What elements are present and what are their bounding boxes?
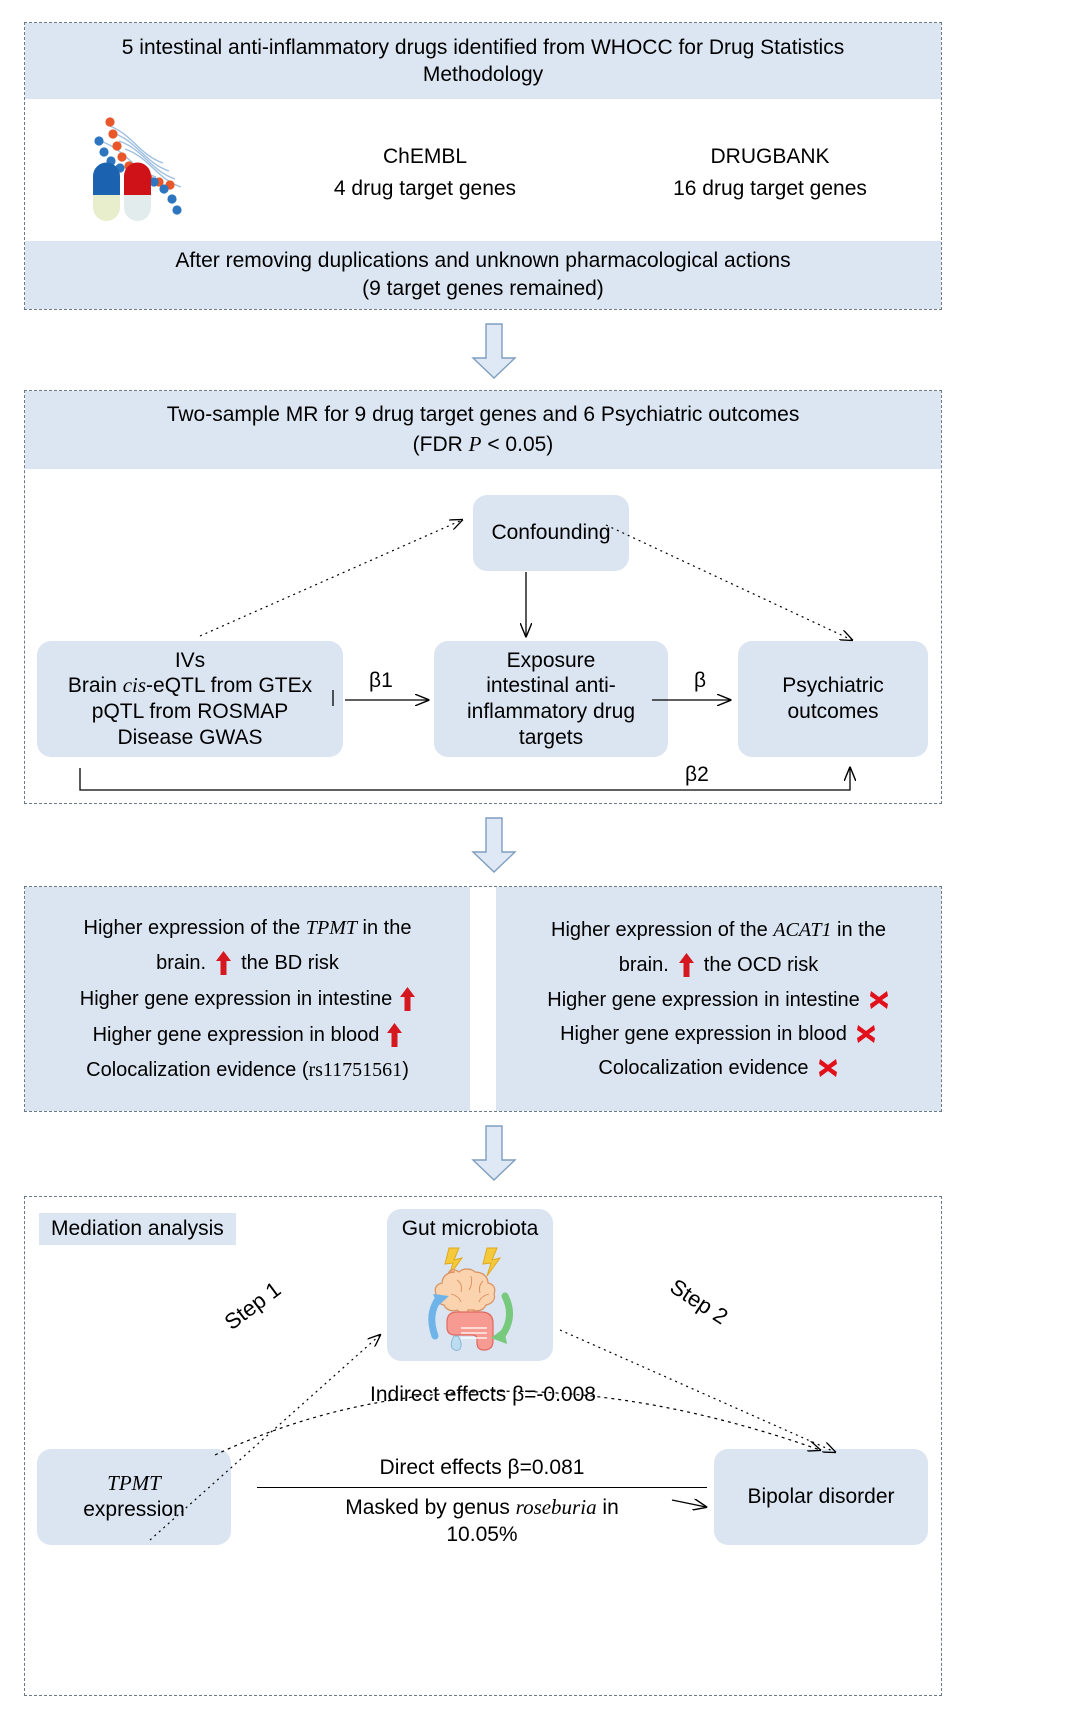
panel-mediation-analysis: Mediation analysis Gut microbiota	[24, 1196, 942, 1696]
acat1-line3: Higher gene expression in intestine	[547, 983, 889, 1017]
tpmt-line2: brain. the BD risk	[156, 951, 339, 975]
exposure-line4: targets	[518, 725, 584, 749]
exposure-line2: intestinal anti-	[486, 674, 616, 698]
indirect-effect-label: Indirect effects β=-0.008	[370, 1383, 596, 1406]
tpmt-expression-box: TPMT expression	[37, 1449, 231, 1545]
ivs-line2: Brain cis-eQTL from GTEx	[67, 673, 313, 698]
mediation-effect-block: Direct effects β=0.081 Masked by genus r…	[257, 1455, 707, 1548]
flow-arrow-1	[470, 322, 518, 385]
tpmt-line1: Higher expression of the TPMT in the	[83, 917, 412, 939]
red-cross-icon	[869, 991, 888, 1009]
outcome-line2: outcomes	[787, 700, 879, 723]
panel2-header-line2: (FDR P < 0.05)	[412, 431, 554, 456]
source-chembl-count: 4 drug target genes	[333, 176, 517, 200]
exposure-line1: Exposure	[506, 648, 596, 672]
ivs-line3: pQTL from ROSMAP	[91, 700, 289, 723]
psychiatric-outcomes-box: Psychiatric outcomes	[738, 641, 928, 757]
ivs-line4: Disease GWAS	[117, 725, 263, 749]
direct-effect-label: Direct effects β=0.081	[379, 1456, 585, 1479]
panel1-footer-line2: (9 target genes remained)	[362, 277, 604, 300]
beta-label: β	[694, 669, 707, 692]
acat1-line4: Higher gene expression in blood	[560, 1017, 877, 1051]
beta2-label: β2	[685, 763, 709, 786]
column-divider	[470, 887, 496, 1111]
confounding-box: Confounding	[473, 495, 629, 571]
dna-pills-icon	[77, 111, 217, 226]
up-arrow-icon	[387, 1023, 403, 1047]
tpmt-line3: Higher gene expression in intestine	[80, 981, 416, 1017]
tpmt-gene-label: TPMT	[107, 1471, 161, 1496]
gut-brain-axis-icon	[409, 1244, 531, 1358]
tpmt-expression-label: expression	[83, 1498, 185, 1521]
step1-label: Step 1	[219, 1276, 286, 1335]
source-chembl-name: ChEMBL	[382, 145, 468, 168]
rs-identifier: rs11751561	[308, 1059, 403, 1081]
source-chembl: ChEMBL 4 drug target genes	[275, 141, 575, 204]
acat1-line1: Higher expression of the ACAT1 in the	[551, 919, 886, 941]
up-arrow-icon	[216, 951, 232, 975]
panel-gene-findings: Higher expression of the TPMT in the bra…	[24, 886, 942, 1112]
panel1-header: 5 intestinal anti-inflammatory drugs ide…	[25, 23, 941, 99]
acat1-line5: Colocalization evidence	[598, 1051, 838, 1085]
findings-tpmt-column: Higher expression of the TPMT in the bra…	[25, 887, 470, 1111]
gene-acat1: ACAT1	[773, 919, 832, 941]
p-value-symbol: P	[468, 431, 482, 456]
ivs-title: IVs	[174, 648, 206, 672]
panel1-footer-line1: After removing duplications and unknown …	[175, 248, 791, 272]
tpmt-line5: Colocalization evidence (rs11751561)	[86, 1059, 409, 1081]
mediation-title-text: Mediation analysis	[51, 1217, 224, 1240]
bipolar-disorder-box: Bipolar disorder	[714, 1449, 928, 1545]
panel-drug-identification: 5 intestinal anti-inflammatory drugs ide…	[24, 22, 942, 310]
exposure-line3: inflammatory drug	[466, 700, 636, 723]
gut-microbiota-label: Gut microbiota	[401, 1217, 539, 1241]
exposure-box: Exposure intestinal anti- inflammatory d…	[434, 641, 668, 757]
ivs-box: IVs Brain cis-eQTL from GTEx pQTL from R…	[37, 641, 343, 757]
bipolar-disorder-label: Bipolar disorder	[747, 1485, 895, 1509]
panel1-footer: After removing duplications and unknown …	[25, 241, 941, 309]
up-arrow-icon	[678, 953, 694, 977]
source-drugbank-name: DRUGBANK	[710, 145, 830, 168]
red-cross-icon	[818, 1059, 837, 1077]
masked-by-genus-label: Masked by genus roseburia in 10.05%	[257, 1487, 707, 1548]
flow-arrow-2	[470, 816, 518, 879]
panel-two-sample-mr: Two-sample MR for 9 drug target genes an…	[24, 390, 942, 804]
panel1-header-text: 5 intestinal anti-inflammatory drugs ide…	[121, 35, 845, 86]
up-arrow-icon	[400, 987, 416, 1011]
step2-label: Step 2	[665, 1273, 733, 1330]
outcome-line1: Psychiatric	[782, 674, 884, 698]
acat1-line2: brain. the OCD risk	[618, 953, 819, 977]
tpmt-line4: Higher gene expression in blood	[93, 1017, 403, 1053]
masked-percentage: 10.05%	[446, 1522, 518, 1546]
red-cross-icon	[856, 1025, 875, 1043]
flow-arrow-3	[470, 1124, 518, 1187]
panel2-header: Two-sample MR for 9 drug target genes an…	[25, 391, 941, 469]
source-drugbank-count: 16 drug target genes	[673, 176, 867, 200]
confounding-label: Confounding	[491, 521, 611, 545]
source-drugbank: DRUGBANK 16 drug target genes	[615, 141, 925, 204]
beta1-label: β1	[369, 669, 393, 692]
genus-roseburia: roseburia	[515, 1495, 597, 1520]
panel2-header-line1: Two-sample MR for 9 drug target genes an…	[166, 403, 800, 427]
gut-microbiota-box: Gut microbiota	[387, 1209, 553, 1361]
gene-tpmt: TPMT	[305, 917, 357, 939]
findings-acat1-column: Higher expression of the ACAT1 in the br…	[496, 887, 941, 1111]
mediation-title: Mediation analysis	[39, 1213, 236, 1245]
